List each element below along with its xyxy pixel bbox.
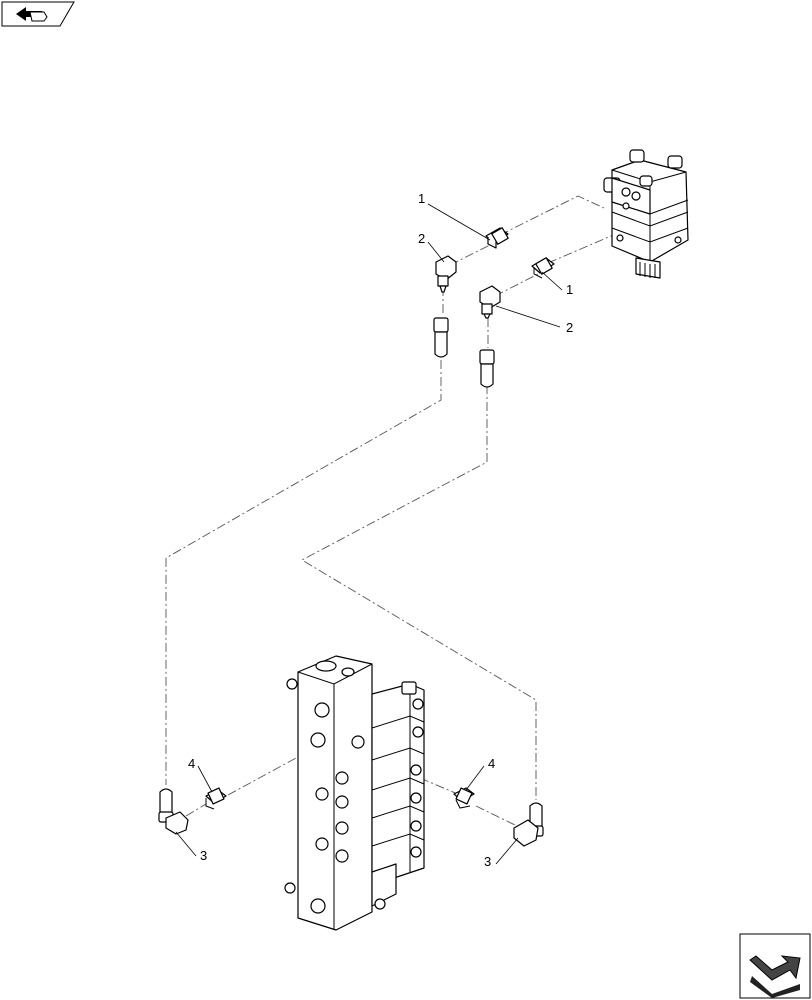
adapter-fitting-1-lower bbox=[531, 257, 555, 279]
callout-fitting-4-left: 4 bbox=[188, 756, 195, 771]
callout-elbow-3-left: 3 bbox=[200, 848, 207, 863]
prev-page-button[interactable] bbox=[1, 1, 75, 27]
callout-elbow-2-left: 2 bbox=[418, 231, 425, 246]
back-arrow-icon bbox=[16, 7, 48, 22]
adapter-fitting-4-left bbox=[205, 787, 227, 810]
elbow-fitting-3-right bbox=[513, 819, 539, 847]
hose-end-upper-right bbox=[479, 349, 495, 388]
callout-leaders bbox=[175, 203, 563, 865]
adapter-fitting-4-right bbox=[453, 787, 475, 809]
callout-fitting-1-lower: 1 bbox=[566, 282, 573, 297]
hose-end-upper-left bbox=[433, 317, 449, 358]
forward-arrow-icon bbox=[749, 955, 801, 998]
callout-elbow-2-right: 2 bbox=[566, 320, 573, 335]
hydraulic-motor bbox=[603, 149, 689, 279]
hose-routing-lines bbox=[165, 195, 619, 826]
next-page-button[interactable] bbox=[739, 933, 811, 999]
adapter-fitting-1-upper bbox=[485, 227, 509, 249]
callout-elbow-3-right: 3 bbox=[484, 854, 491, 869]
control-valve-block bbox=[284, 655, 425, 931]
elbow-fitting-2-right bbox=[479, 285, 501, 319]
elbow-fitting-3-left bbox=[165, 811, 189, 835]
elbow-fitting-2-left bbox=[435, 255, 457, 293]
callout-fitting-1-upper: 1 bbox=[418, 191, 425, 206]
callout-fitting-4-right: 4 bbox=[488, 756, 495, 771]
